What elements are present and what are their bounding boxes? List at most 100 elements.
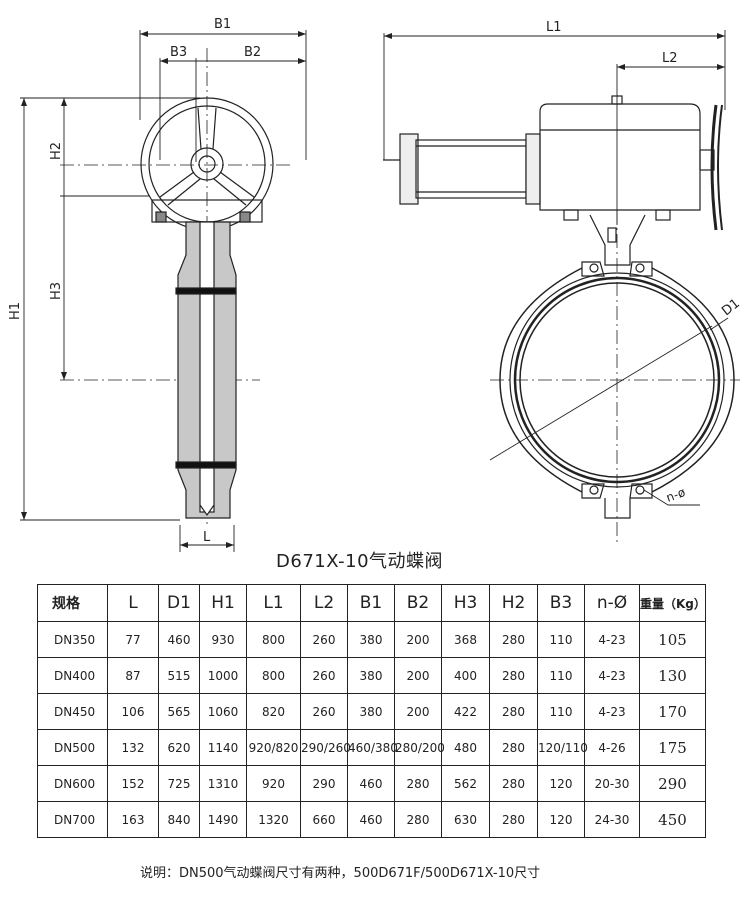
cell-h3: 480: [441, 729, 490, 766]
cell-d1: 840: [158, 801, 200, 838]
header-b3: B3: [537, 584, 585, 622]
table-row: DN600 152 725 1310 920 290 460 280 562 2…: [37, 765, 706, 802]
dim-label-n-phi: n-ø: [664, 485, 687, 505]
cell-l2: 290/260: [300, 729, 351, 766]
dim-label-h2: H2: [49, 142, 64, 160]
dim-label-l: L: [203, 530, 211, 545]
cell-h2: 280: [489, 621, 538, 658]
cell-h1: 1140: [199, 729, 247, 766]
header-h2: H2: [489, 584, 538, 622]
cell-l: 77: [107, 621, 159, 658]
dimension-arrows: [21, 31, 725, 548]
cell-l1: 920/820: [246, 729, 301, 766]
header-n-phi: n-Ø: [584, 584, 640, 622]
cell-l1: 820: [246, 693, 301, 730]
cell-weight: 290: [639, 765, 706, 802]
cell-b2: 280: [394, 765, 442, 802]
cell-weight: 175: [639, 729, 706, 766]
cell-weight: 170: [639, 693, 706, 730]
cell-n-phi: 4-23: [584, 621, 640, 658]
cell-h2: 280: [489, 729, 538, 766]
cell-l2: 260: [300, 657, 348, 694]
pneumatic-actuator: [383, 95, 723, 231]
dim-label-b2: B2: [244, 45, 261, 60]
cell-spec: DN600: [37, 765, 108, 802]
cell-spec: DN500: [37, 729, 108, 766]
cell-h1: 1310: [199, 765, 247, 802]
cell-l2: 660: [300, 801, 348, 838]
cell-b3: 120: [537, 801, 585, 838]
table-row: DN400 87 515 1000 800 260 380 200 400 28…: [37, 657, 706, 694]
dim-label-h3: H3: [49, 282, 64, 300]
valve-neck: [589, 214, 646, 266]
header-h3: H3: [441, 584, 490, 622]
cell-b2: 280: [394, 801, 442, 838]
cell-l: 163: [107, 801, 159, 838]
header-h1: H1: [199, 584, 247, 622]
header-l1: L1: [246, 584, 301, 622]
cell-l2: 260: [300, 693, 348, 730]
table-row: DN350 77 460 930 800 260 380 200 368 280…: [37, 621, 706, 658]
cell-n-phi: 4-26: [584, 729, 640, 766]
cell-l1: 1320: [246, 801, 301, 838]
header-l2: L2: [300, 584, 348, 622]
cell-l: 132: [107, 729, 159, 766]
cell-b3: 110: [537, 657, 585, 694]
spec-table: 规格 L D1 H1 L1 L2 B1 B2 H3 H2 B3 n-Ø 重量（K…: [37, 584, 706, 838]
valve-body-section: [151, 199, 263, 519]
cell-h3: 400: [441, 657, 490, 694]
cell-n-phi: 24-30: [584, 801, 640, 838]
cell-h1: 1060: [199, 693, 247, 730]
cell-l1: 800: [246, 657, 301, 694]
right-view-centerlines: [490, 210, 740, 545]
cell-b1: 460: [347, 765, 395, 802]
cell-b1: 380: [347, 693, 395, 730]
table-header-row: 规格 L D1 H1 L1 L2 B1 B2 H3 H2 B3 n-Ø 重量（K…: [37, 584, 706, 622]
cell-b2: 200: [394, 693, 442, 730]
header-spec: 规格: [37, 584, 108, 622]
valve-flange-body: [489, 261, 735, 519]
drawing-caption: D671X-10气动蝶阀: [276, 551, 444, 572]
cell-h2: 280: [489, 765, 538, 802]
cell-h3: 422: [441, 693, 490, 730]
cell-h2: 280: [489, 693, 538, 730]
cell-b3: 110: [537, 693, 585, 730]
cell-b2: 200: [394, 657, 442, 694]
dim-label-h1: H1: [8, 302, 23, 320]
cell-h1: 930: [199, 621, 247, 658]
cell-n-phi: 20-30: [584, 765, 640, 802]
cell-spec: DN400: [37, 657, 108, 694]
technical-drawing: B1 B3 B2 H2 H3 H1 L L1 L2 D1 n-ø: [8, 17, 743, 552]
cell-b3: 120/110: [537, 729, 588, 766]
cell-b1: 460/380: [347, 729, 398, 766]
cell-b2: 200: [394, 621, 442, 658]
cell-n-phi: 4-23: [584, 693, 640, 730]
cell-l: 152: [107, 765, 159, 802]
cell-weight: 105: [639, 621, 706, 658]
header-weight: 重量（Kg）: [639, 584, 706, 622]
cell-h1: 1490: [199, 801, 247, 838]
cell-h3: 368: [441, 621, 490, 658]
table-row: DN450 106 565 1060 820 260 380 200 422 2…: [37, 693, 706, 730]
dim-label-d1: D1: [719, 296, 743, 319]
dim-label-l1: L1: [546, 20, 562, 35]
table-row: DN500 132 620 1140 920/820 290/260 460/3…: [37, 729, 706, 766]
cell-h3: 562: [441, 765, 490, 802]
header-b1: B1: [347, 584, 395, 622]
header-d1: D1: [158, 584, 200, 622]
footnote: 说明：DN500气动蝶阀尺寸有两种，500D671F/500D671X-10尺寸: [140, 866, 541, 881]
cell-weight: 130: [639, 657, 706, 694]
cell-l: 87: [107, 657, 159, 694]
cell-n-phi: 4-23: [584, 657, 640, 694]
cell-b2: 280/200: [394, 729, 445, 766]
cell-d1: 565: [158, 693, 200, 730]
cell-weight: 450: [639, 801, 706, 838]
cell-l1: 800: [246, 621, 301, 658]
table-row: DN700 163 840 1490 1320 660 460 280 630 …: [37, 801, 706, 838]
cell-spec: DN450: [37, 693, 108, 730]
cell-b3: 120: [537, 765, 585, 802]
cell-h3: 630: [441, 801, 490, 838]
cell-b1: 380: [347, 657, 395, 694]
header-b2: B2: [394, 584, 442, 622]
cell-l: 106: [107, 693, 159, 730]
